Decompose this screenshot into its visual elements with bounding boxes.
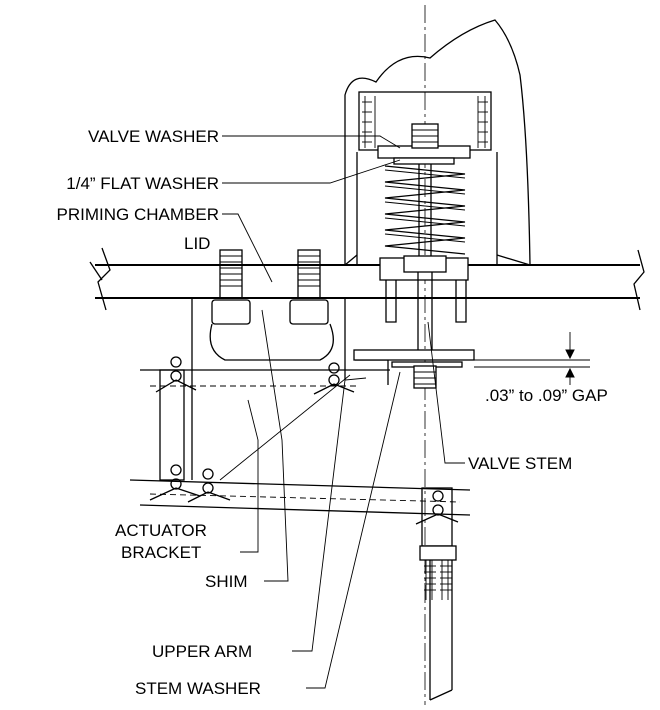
bracket-bolts: [211, 249, 329, 325]
label-actuator: ACTUATOR: [115, 521, 207, 540]
valve-housing: [344, 19, 531, 266]
cotter-pin: [415, 490, 459, 525]
label-upper-arm: UPPER ARM: [152, 642, 252, 661]
leader-lines: [219, 135, 465, 689]
cotter-pin: [155, 356, 197, 393]
label-priming-chamber: PRIMING CHAMBER: [57, 205, 219, 224]
valve-spring-assembly: [377, 123, 471, 258]
cotter-pin: [313, 362, 355, 395]
cotter-pin: [187, 468, 231, 503]
callout-labels: VALVE WASHER 1/4” FLAT WASHER PRIMING CH…: [57, 127, 608, 698]
label-valve-washer: VALVE WASHER: [88, 127, 219, 146]
lid-plate: [89, 247, 645, 311]
label-shim: SHIM: [205, 572, 248, 591]
label-stem-washer: STEM WASHER: [135, 679, 261, 698]
cotter-pins: [149, 356, 459, 525]
lower-arm: [129, 479, 471, 516]
upper-arm: [353, 349, 475, 389]
label-bracket: BRACKET: [121, 543, 201, 562]
actuator-bracket: [140, 297, 390, 481]
label-valve-stem: VALVE STEM: [468, 454, 572, 473]
lower-rod: [419, 487, 457, 701]
valve-body: [379, 255, 469, 360]
label-flat-washer: 1/4” FLAT WASHER: [66, 174, 219, 193]
label-gap: .03” to .09” GAP: [485, 386, 608, 405]
label-lid: LID: [184, 234, 210, 253]
gap-dimension: [474, 332, 590, 385]
